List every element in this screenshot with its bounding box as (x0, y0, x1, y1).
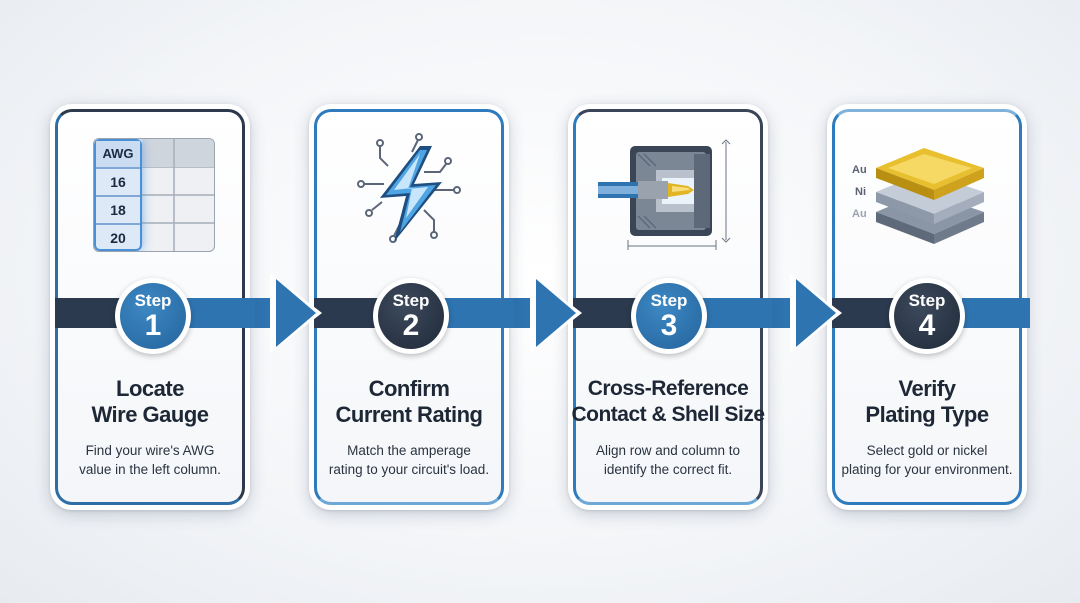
step-badge-3: Step 3 (631, 278, 707, 354)
lightning-circuit-icon (357, 133, 461, 243)
step-description-line: Align row and column to (595, 443, 741, 458)
step-badge-1: Step 1 (115, 278, 191, 354)
step-label: Step (134, 291, 172, 310)
step-title-2: Confirm Current Rating (309, 376, 509, 428)
step-title-line: Confirm (368, 376, 450, 401)
step-number: 4 (918, 309, 936, 342)
step-description-2: Match the amperage rating to your circui… (309, 441, 509, 479)
step-title-line: Current Rating (335, 402, 484, 427)
step-description-line: Match the amperage (347, 443, 471, 458)
step-description-line: identify the correct fit. (603, 462, 733, 477)
step-title-1: Locate Wire Gauge (50, 376, 250, 428)
step-description-3: Align row and column to identify the cor… (568, 441, 768, 479)
step-description-4: Select gold or nickel plating for your e… (827, 441, 1027, 479)
plating-label-au: Au (852, 164, 867, 176)
step-title-line: Wire Gauge (91, 402, 209, 427)
step-label: Step (650, 291, 688, 310)
flow-band-segment (444, 298, 514, 328)
step-title-3: Cross-Reference Contact & Shell Size (568, 376, 768, 428)
step-description-line: Select gold or nickel (866, 443, 988, 458)
flow-band-segment (962, 298, 1030, 328)
awg-header-cell: AWG (102, 146, 134, 161)
step-description-line: Find your wire's AWG (85, 443, 215, 458)
flow-band-segment (55, 298, 125, 328)
step-description-1: Find your wire's AWG value in the left c… (50, 441, 250, 479)
step-title-line: Contact & Shell Size (571, 403, 765, 426)
step-description-line: plating for your environment. (841, 462, 1013, 477)
step-title-line: Locate (116, 376, 184, 401)
plating-layers-icon (876, 148, 984, 244)
step-label: Step (392, 291, 430, 310)
awg-column-highlight: AWG 16 18 20 (94, 139, 142, 251)
connector-cross-section-icon (598, 139, 731, 250)
step-number: 1 (144, 309, 162, 342)
awg-row-cell: 18 (110, 202, 126, 218)
flow-band-segment (314, 298, 384, 328)
step-badge-2: Step 2 (373, 278, 449, 354)
flow-band-segment (702, 298, 772, 328)
arrow-right-icon (530, 273, 582, 353)
arrow-right-icon (270, 273, 322, 353)
step-title-line: Plating Type (865, 402, 989, 427)
step-title-line: Cross-Reference (587, 377, 749, 400)
step-number: 2 (402, 309, 420, 342)
step-title-4: Verify Plating Type (827, 376, 1027, 428)
arrow-right-icon (790, 273, 842, 353)
awg-row-cell: 20 (110, 230, 126, 246)
awg-table-icon: AWG 16 18 20 (93, 138, 215, 252)
flow-band-segment (185, 298, 255, 328)
step-description-line: rating to your circuit's load. (328, 462, 490, 477)
step-badge-4: Step 4 (889, 278, 965, 354)
step-description-line: value in the left column. (79, 462, 221, 477)
plating-label-ni: Ni (855, 186, 866, 198)
awg-row-cell: 16 (110, 174, 126, 190)
plating-label-au-base: Au (852, 208, 867, 220)
step-title-line: Verify (898, 376, 956, 401)
step-number: 3 (660, 309, 678, 342)
step-label: Step (908, 291, 946, 310)
